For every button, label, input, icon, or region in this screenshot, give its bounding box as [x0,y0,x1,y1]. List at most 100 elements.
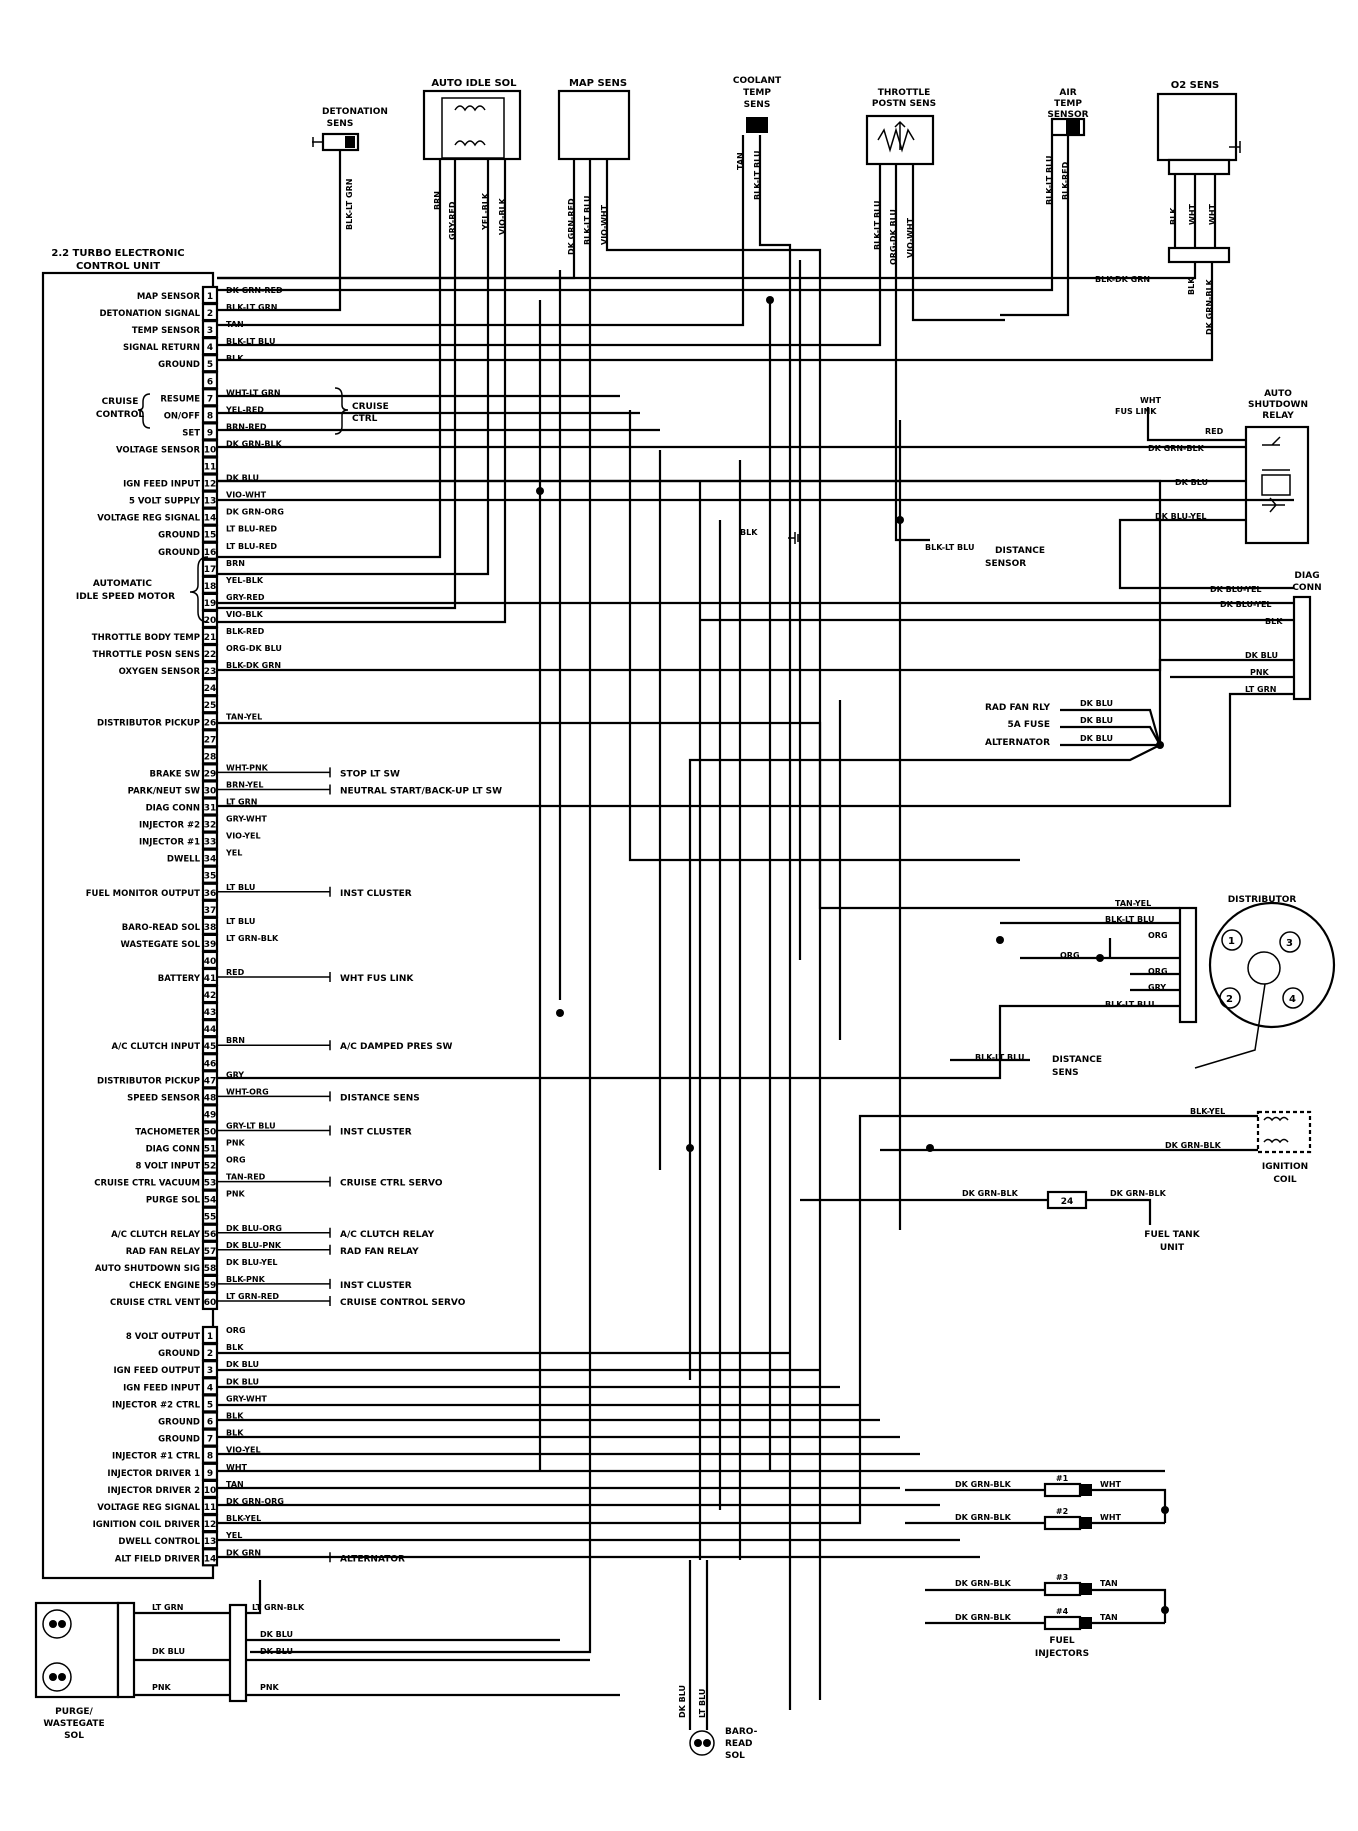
wire-13 [911,165,1005,322]
pin-number-p46: 46 [204,1059,217,1069]
pin-wire-p31: LT GRN [226,798,257,807]
distance-sensor-1-label-2: SENSOR [985,559,1026,569]
diagnostic-connector: DIAG CONN DK BLU-YEL DK BLU-YEL BLK DK B… [1210,571,1322,701]
pin-wire-p20: VIO-BLK [226,610,264,619]
pin-number-p22: 22 [204,650,217,660]
throttle-label-2: POSTN SENS [872,99,936,109]
purge-label-3: SOL [64,1731,84,1741]
blk-ground-label: BLK [740,528,758,537]
dest-wire-p53 [217,1176,331,1187]
auto-idle-wire-2: GRY-RED [448,201,457,240]
pin-number-p47: 47 [204,1076,217,1086]
pin-number-p6: 6 [207,377,213,387]
wire-20 [217,262,1214,362]
pin-number-p11: 11 [204,463,217,473]
pin-number-p30: 30 [204,786,217,796]
ignition-coil-label: IGNITION [1262,1162,1308,1172]
baro-wire-1: DK BLU [678,1685,687,1718]
pin-number-l7: 7 [207,1435,213,1445]
baro-label-2: READ [725,1739,753,1749]
dest-wire-p59 [217,1278,331,1289]
ignition-coil-label-2: COIL [1273,1175,1297,1185]
wire-47 [1086,1198,1152,1225]
pin-wire-p9: BRN-RED [226,422,267,431]
fuel-tank-label-2: UNIT [1160,1243,1185,1253]
pin-number-p32: 32 [204,821,217,831]
detonation-wire: BLK-LT GRN [345,179,354,230]
diag-wire-1: DK BLU-YEL [1210,585,1262,594]
pin-number-l9: 9 [207,1469,213,1479]
wire-11 [217,165,882,347]
coolant-wire-1: TAN [736,152,745,170]
injector-4-num: #4 [1056,1607,1069,1616]
auto-idle-solenoid: AUTO IDLE SOL BRN GRY-RED YEL-BLK VIO-BL… [422,78,522,240]
pin-number-p57: 57 [204,1247,217,1257]
pin-wire-p7: WHT-LT GRN [226,388,281,397]
coolant-wire-2: BLK-LT BLU [753,151,762,200]
fuel-tank-unit: 24 DK GRN-BLK DK GRN-BLK FUEL TANK UNIT [962,1189,1201,1253]
purge-label: PURGE/ [55,1707,93,1717]
pin-number-p45: 45 [204,1042,217,1052]
dest-wire-p56 [217,1227,331,1238]
wire-7 [250,160,592,1654]
fuel-tank-connector: 24 [1061,1197,1074,1207]
diag-conn-label: DIAG [1294,571,1319,581]
pin-number-l5: 5 [207,1400,213,1410]
ecu-title-line-2: CONTROL UNIT [76,261,160,272]
coolant-label-3: SENS [744,100,771,110]
pin-number-p38: 38 [204,923,217,933]
pin-wire-l6: BLK [226,1412,244,1421]
pin-wire-p21: BLK-RED [226,627,265,636]
dest-label-p50: INST CLUSTER [340,1127,412,1137]
air-temp-label-3: SENSOR [1047,110,1088,120]
splice-3 [686,1144,694,1152]
pin-label-p29: BRAKE SW [150,769,201,779]
splice-4 [766,296,774,304]
baro-read-solenoid: BARO- READ SOL DK BLU LT BLU [678,1685,758,1761]
pin-number-p42: 42 [204,991,217,1001]
pin-number-p34: 34 [204,855,217,865]
throttle-wire-1: BLK-LT BLU [873,201,882,250]
auto-idle-wire-4: VIO-BLK [498,197,507,235]
pin-number-p31: 31 [204,804,217,814]
pin-number-p41: 41 [204,974,217,984]
wire-14 [217,136,1054,292]
pin-label-p21: THROTTLE BODY TEMP [92,633,200,643]
pin-label-p12: IGN FEED INPUT [123,480,200,490]
diag-wire-3: BLK [1265,617,1283,626]
pin-wire-p59: BLK-PNK [226,1275,266,1284]
wire-32 [1060,725,1161,746]
wire-24 [1118,518,1294,590]
feed-3-wire: DK BLU [1080,734,1113,743]
splice-5 [896,516,904,524]
distributor: 1 3 2 4 DISTRIBUTOR TAN-YEL BLK-LT BLU O… [1060,895,1336,1069]
pin-label-p39: WASTEGATE SOL [120,940,200,950]
baro-wire-2: LT BLU [698,1689,707,1718]
pin-number-p29: 29 [204,769,217,779]
splice-2 [556,1009,564,1017]
injector-3-num: #3 [1056,1573,1068,1582]
splice-11 [1161,1606,1169,1614]
map-label: MAP SENS [569,78,627,89]
wire-31 [1060,708,1162,746]
pin-label-l13: DWELL CONTROL [118,1537,200,1547]
pin-label-p33: INJECTOR #1 [139,838,200,848]
pin-wire-p48: WHT-ORG [226,1087,269,1096]
pin-label-p58: AUTO SHUTDOWN SIG [95,1264,200,1274]
pin-label-p8: ON/OFF [164,411,200,421]
pin-number-p60: 60 [204,1298,217,1308]
pin-label-p3: TEMP SENSOR [132,326,201,336]
pin-label-p13: 5 VOLT SUPPLY [129,497,201,507]
pin-wire-p14: DK GRN-ORG [226,508,284,517]
wire-30 [217,692,1294,808]
pin-wire-p16: LT BLU-RED [226,542,277,551]
pin-label-p14: VOLTAGE REG SIGNAL [97,514,200,524]
map-wire-1: DK GRN-RED [567,198,576,255]
pin-label-l12: IGNITION COIL DRIVER [93,1520,201,1530]
asd-wire-3: DK BLU [1175,478,1208,487]
wire-6 [217,160,576,280]
pin-label-l14: ALT FIELD DRIVER [115,1554,201,1564]
pin-label-p16: GROUND [158,548,200,558]
purge-label-2: WASTEGATE [43,1719,104,1729]
